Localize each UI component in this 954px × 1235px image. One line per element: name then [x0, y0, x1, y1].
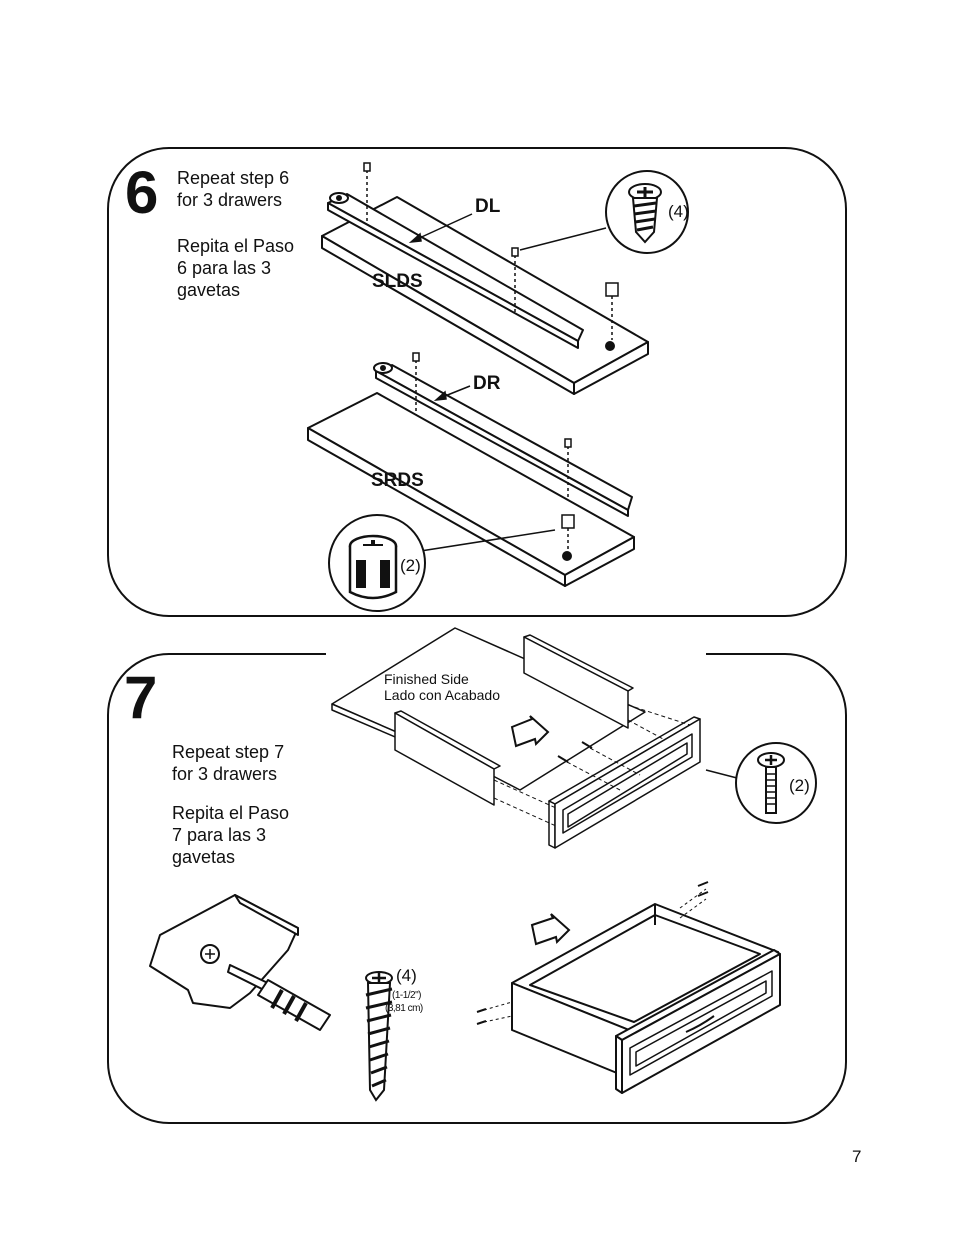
step-6-instruction-en: Repeat step 6 for 3 drawers — [177, 167, 289, 211]
bolt-quantity: (2) — [789, 776, 810, 795]
side-panel-srds — [307, 392, 635, 587]
label-slds: SLDS — [372, 271, 423, 292]
phillips-screw-icon — [605, 170, 689, 254]
text-line: 6 para las 3 — [177, 258, 272, 278]
text-line: Repita el Paso — [172, 803, 290, 823]
screwdriver-icon — [149, 894, 331, 1031]
label-dl: DL — [475, 196, 501, 217]
label-srds: SRDS — [371, 470, 424, 491]
cam-quantity: (2) — [400, 556, 421, 575]
text-line: 7 para las 3 — [172, 825, 267, 845]
finished-drawer — [511, 903, 781, 1094]
direction-arrow-icon — [510, 715, 550, 748]
text-line: for 3 drawers — [177, 190, 283, 210]
text-line: Repeat step 6 — [177, 168, 290, 188]
step-6-screws — [363, 162, 619, 552]
finished-side-label: Finished Side Lado con Acabado — [384, 671, 500, 703]
panel-border-gap — [326, 648, 706, 658]
text-line: Lado con Acabado — [384, 687, 500, 703]
direction-arrow-icon — [530, 913, 571, 946]
step-7-instruction-en: Repeat step 7 for 3 drawers — [172, 741, 284, 785]
cam-lock-icon — [328, 514, 426, 612]
runner-dr — [373, 362, 633, 517]
text-line: gavetas — [172, 847, 236, 867]
label-dr: DR — [473, 373, 501, 394]
wood-screw-icon — [365, 971, 393, 1102]
machine-bolt-icon — [705, 742, 817, 824]
screw-quantity: (4) — [668, 202, 689, 221]
step-7-top-assembly — [331, 627, 701, 849]
screw-size-inches: (1-1/2") — [392, 990, 422, 1001]
step-6-panel — [107, 147, 847, 617]
screw-size-cm: (3,81 cm) — [385, 1003, 423, 1014]
step-7-instruction-es: Repita el Paso 7 para las 3 gavetas — [172, 802, 289, 868]
step-6-instruction-es: Repita el Paso 6 para las 3 gavetas — [177, 235, 294, 301]
text-line: Repita el Paso — [177, 236, 295, 256]
text-line: for 3 drawers — [172, 764, 278, 784]
text-line: gavetas — [177, 280, 241, 300]
text-line: Repeat step 7 — [172, 742, 285, 762]
step-number-7: 7 — [124, 664, 158, 731]
page-number: 7 — [852, 1147, 862, 1166]
text-line: Finished Side — [384, 671, 469, 687]
step-number-6: 6 — [125, 159, 159, 226]
wood-screw-quantity: (4) — [396, 966, 417, 985]
